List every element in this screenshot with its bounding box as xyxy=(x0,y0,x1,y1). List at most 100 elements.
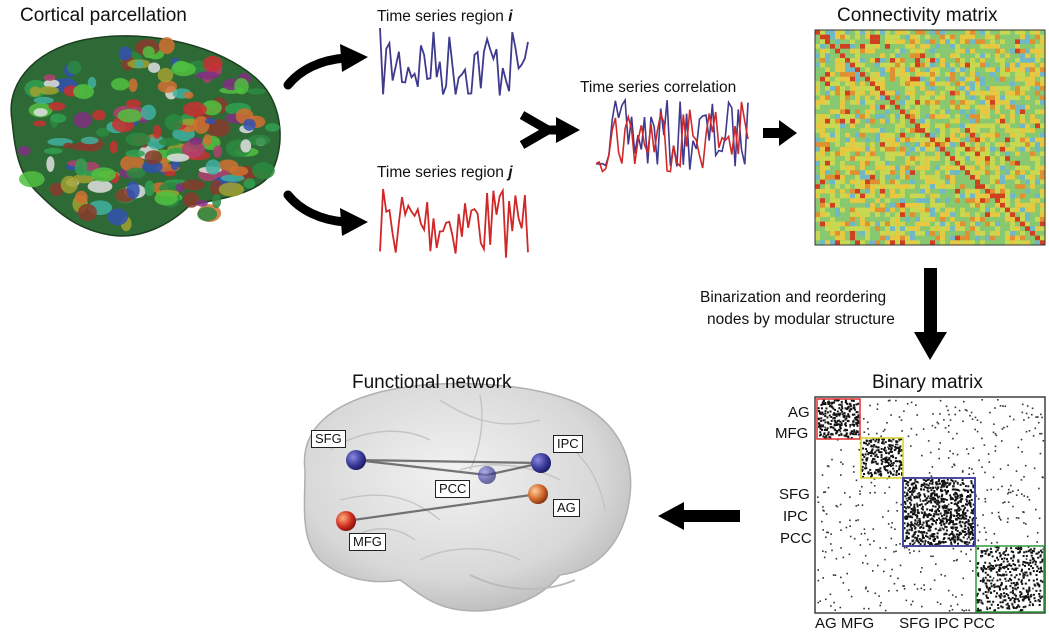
binary-cell xyxy=(864,462,867,465)
binary-cell xyxy=(965,544,968,546)
binary-cell xyxy=(912,507,914,510)
binary-cell xyxy=(825,598,827,601)
binary-cell xyxy=(830,405,833,408)
connectivity-cell xyxy=(860,114,865,119)
connectivity-cell xyxy=(915,230,920,236)
connectivity-cell xyxy=(885,156,890,161)
binary-cell xyxy=(898,447,901,450)
binary-cell xyxy=(910,445,912,447)
connectivity-cell xyxy=(985,156,990,161)
binary-cell xyxy=(849,424,852,426)
binary-cell xyxy=(822,529,824,531)
binary-cell xyxy=(871,448,874,451)
connectivity-cell xyxy=(855,151,860,157)
connectivity-cell xyxy=(930,100,935,105)
binary-cell xyxy=(1029,573,1032,576)
binary-cell xyxy=(920,507,923,510)
binary-cell xyxy=(933,490,936,492)
connectivity-cell xyxy=(940,235,945,241)
binary-cell xyxy=(893,470,896,472)
parcel-region xyxy=(247,134,271,146)
binary-cell xyxy=(1042,440,1045,442)
binary-cell xyxy=(874,491,876,494)
binary-cell xyxy=(867,452,870,454)
binary-cell xyxy=(845,526,848,529)
binary-cell xyxy=(875,449,878,452)
binary-cell xyxy=(920,503,923,506)
binary-cell xyxy=(951,497,954,500)
binary-cell xyxy=(971,536,974,539)
column-labels: AG MFG SFG IPC PCC xyxy=(815,615,996,632)
connectivity-cell xyxy=(865,230,870,236)
binary-cell xyxy=(867,590,869,593)
binary-cell xyxy=(1000,519,1002,521)
binary-cell xyxy=(972,484,975,487)
connectivity-cell xyxy=(1025,39,1030,45)
connectivity-cell xyxy=(1040,137,1045,143)
binary-cell xyxy=(1000,563,1003,566)
connectivity-cell xyxy=(875,34,880,40)
connectivity-cell xyxy=(840,114,845,119)
connectivity-cell xyxy=(855,114,860,119)
binary-cell xyxy=(1036,565,1039,568)
binary-cell xyxy=(937,502,939,505)
binary-cell xyxy=(961,505,964,508)
connectivity-cell xyxy=(820,170,825,175)
connectivity-cell xyxy=(815,114,820,119)
binary-cell xyxy=(914,478,917,481)
connectivity-cell xyxy=(880,193,885,199)
binary-cell xyxy=(853,420,855,422)
connectivity-cell xyxy=(1030,230,1035,236)
connectivity-cell xyxy=(960,142,965,147)
binary-cell xyxy=(1024,571,1027,574)
connectivity-cell xyxy=(980,156,985,161)
binary-cell xyxy=(995,546,998,549)
parcel-region xyxy=(141,104,156,121)
binary-cell xyxy=(915,404,917,406)
connectivity-cell xyxy=(830,216,835,222)
binary-cell xyxy=(820,404,823,406)
connectivity-cell xyxy=(1000,193,1005,199)
connectivity-cell xyxy=(840,53,845,59)
parcel-region xyxy=(189,137,203,145)
connectivity-cell xyxy=(975,90,980,96)
binary-cell xyxy=(949,482,952,485)
connectivity-cell xyxy=(990,179,995,185)
connectivity-cell xyxy=(830,90,835,96)
binary-cell xyxy=(993,559,996,562)
connectivity-cell xyxy=(960,67,965,73)
binary-cell xyxy=(981,466,983,468)
connectivity-cell xyxy=(815,212,820,217)
connectivity-cell xyxy=(1005,170,1010,175)
binary-cell xyxy=(960,514,963,517)
connectivity-cell xyxy=(900,100,905,105)
connectivity-cell xyxy=(950,44,955,49)
connectivity-cell xyxy=(820,202,825,208)
connectivity-cell xyxy=(960,235,965,241)
binary-cell xyxy=(821,425,824,428)
binary-cell xyxy=(867,453,870,456)
connectivity-cell xyxy=(910,39,915,45)
connectivity-cell xyxy=(845,44,850,49)
binary-cell xyxy=(922,478,925,481)
connectivity-cell xyxy=(905,160,910,166)
connectivity-cell xyxy=(1010,193,1015,199)
connectivity-cell xyxy=(940,30,945,35)
binary-cell xyxy=(1024,595,1027,598)
binary-cell xyxy=(949,496,952,499)
binary-cell xyxy=(884,469,887,472)
connectivity-cell xyxy=(885,160,890,166)
connectivity-cell xyxy=(860,221,865,227)
connectivity-cell xyxy=(910,44,915,49)
connectivity-cell xyxy=(940,226,945,231)
parcel-region xyxy=(157,67,174,83)
connectivity-cell xyxy=(895,230,900,236)
binarization-line2: nodes by modular structure xyxy=(707,311,895,328)
parcel-region xyxy=(74,158,88,176)
binary-cell xyxy=(927,529,930,532)
binary-cell xyxy=(856,411,859,414)
binary-cell xyxy=(1002,560,1005,563)
binary-cell xyxy=(910,522,913,525)
binary-cell xyxy=(1034,427,1037,430)
connectivity-cell xyxy=(880,188,885,194)
